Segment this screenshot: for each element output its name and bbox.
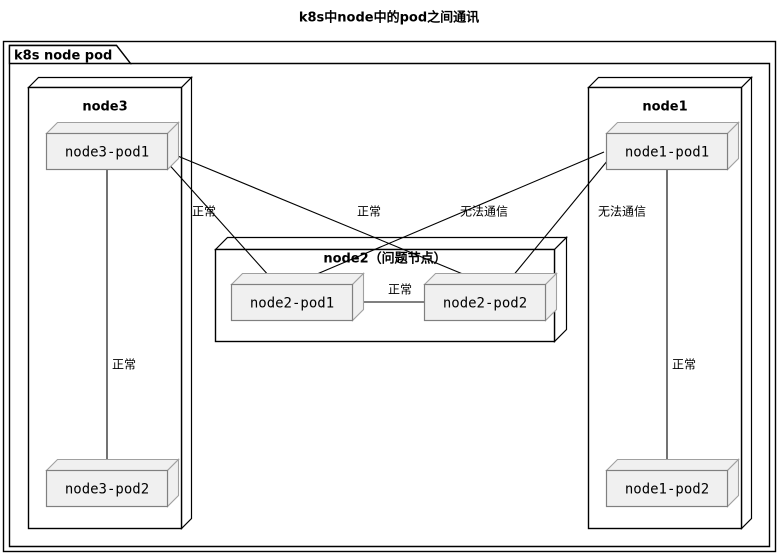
pod-node1-pod2[interactable]: node1-pod2 [605,458,740,508]
node1-pod1-top-face [605,121,740,135]
edge-label-node1pod1-node2pod2: 无法通信 [598,205,646,219]
edge-label-node3pod1-node2pod2: 正常 [357,205,381,219]
node2-pod2-top-face [423,272,558,286]
node3-pod2-label: node3-pod2 [65,482,149,498]
node1-top-face [587,76,753,89]
node3-pod2-front-face [45,469,169,508]
edge-label-node1pod1-node2pod1: 无法通信 [460,205,508,219]
edge-label-node2pod1-node2pod2: 正常 [388,283,412,297]
node2-top-face [214,236,568,251]
package-label: k8s node pod [14,49,112,64]
package-tab [8,44,132,65]
edge-label-node1-vertical: 正常 [672,358,696,372]
outer-frame [2,40,777,553]
link-node1pod1-node2pod1 [309,151,605,278]
node2-pod1-top-face [230,272,365,286]
pod-node1-pod1[interactable]: node1-pod1 [605,121,740,171]
node2-label: node2（问题节点） [323,251,446,267]
node3-side-face [180,76,193,530]
node1-label: node1 [642,100,687,115]
node1-pod2-top-face [605,458,740,472]
link-node1pod1-node2pod2 [511,159,609,278]
node1-pod2-label: node1-pod2 [625,482,709,498]
node1-pod1-front-face [605,132,729,171]
node3-top-face [27,76,193,89]
edge-label-node3-vertical: 正常 [112,358,136,372]
link-node3pod1-node2pod1 [164,159,271,278]
connection-lines [106,151,668,470]
node3-pod2-top-face [45,458,180,472]
pod-node2-pod2[interactable]: node2-pod2 [423,272,558,322]
edge-label-node3pod1-node2pod1: 正常 [192,205,216,219]
node2-pod1-label: node2-pod1 [250,296,334,312]
node1-pod1-label: node1-pod1 [625,145,709,161]
node2-pod1-front-face [230,283,354,322]
diagram-title: k8s中node中的pod之间通讯 [299,10,479,26]
node2-pod2-label: node2-pod2 [443,296,527,312]
node3-pod1-front-face [45,132,169,171]
node1-pod2-front-face [605,469,729,508]
pod-node3-pod1[interactable]: node3-pod1 [45,121,180,171]
node3-label: node3 [82,100,127,115]
edge-labels: 正常 正常 无法通信 无法通信 正常 正常 正常 [112,205,696,372]
node2-pod2-front-face [423,283,547,322]
node3-pod1-top-face [45,121,180,135]
pod-node3-pod2[interactable]: node3-pod2 [45,458,180,508]
link-node3pod1-node2pod2 [167,151,471,278]
node1-side-face [740,76,753,530]
pod-node2-pod1[interactable]: node2-pod1 [230,272,365,322]
node3-pod1-label: node3-pod1 [65,145,149,161]
